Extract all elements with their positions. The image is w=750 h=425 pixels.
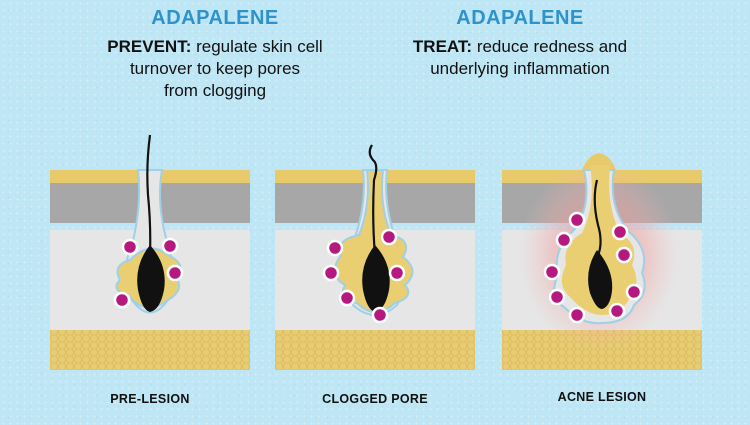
lesion-sebum	[561, 165, 637, 315]
dot	[611, 223, 629, 241]
dot	[322, 264, 340, 282]
hair-strand	[368, 144, 378, 256]
dot	[326, 239, 344, 257]
dot	[608, 302, 626, 320]
acne-lesion-diagram	[502, 153, 702, 370]
hair-strand	[146, 134, 152, 256]
left-desc-bold: PREVENT:	[107, 37, 192, 56]
adapalene-dots	[322, 228, 406, 324]
hair-bulb	[362, 245, 390, 312]
dot	[625, 283, 643, 301]
dot	[338, 289, 356, 307]
fat-layer	[50, 330, 250, 370]
pre-lesion-diagram	[50, 134, 250, 370]
adapalene-dots	[113, 237, 184, 309]
right-desc-line2: underlying inflammation	[430, 59, 610, 78]
hair-strand	[593, 179, 602, 261]
dot	[548, 288, 566, 306]
dot	[113, 291, 131, 309]
caption-pre-lesion: PRE-LESION	[110, 392, 190, 406]
fat-layer	[275, 330, 475, 370]
hair-bulb	[588, 250, 613, 309]
right-heading: ADAPALENE	[456, 7, 584, 29]
adapalene-dots	[543, 211, 643, 324]
dot	[161, 237, 179, 255]
hair-bulb	[137, 245, 165, 312]
right-desc-line1: reduce redness and	[472, 37, 628, 56]
dot	[615, 246, 633, 264]
dot	[543, 263, 561, 281]
dot	[388, 264, 406, 282]
right-description: TREAT: reduce redness and underlying inf…	[385, 36, 655, 80]
dot	[121, 238, 139, 256]
clogged-pore-diagram	[275, 144, 475, 370]
dot	[371, 306, 389, 324]
left-desc-line1: regulate skin cell	[191, 37, 323, 56]
left-description: PREVENT: regulate skin cell turnover to …	[70, 36, 360, 102]
right-desc-bold: TREAT:	[412, 37, 473, 56]
caption-acne-lesion: ACNE LESION	[557, 390, 647, 404]
caption-clogged-pore: CLOGGED PORE	[322, 392, 428, 406]
dot	[568, 211, 586, 229]
dot	[568, 306, 586, 324]
dot	[555, 231, 573, 249]
left-desc-line3: from clogging	[163, 81, 267, 100]
left-desc-line2: turnover to keep pores	[129, 59, 301, 78]
left-heading: ADAPALENE	[151, 7, 279, 29]
dot	[380, 228, 398, 246]
dot	[166, 264, 184, 282]
